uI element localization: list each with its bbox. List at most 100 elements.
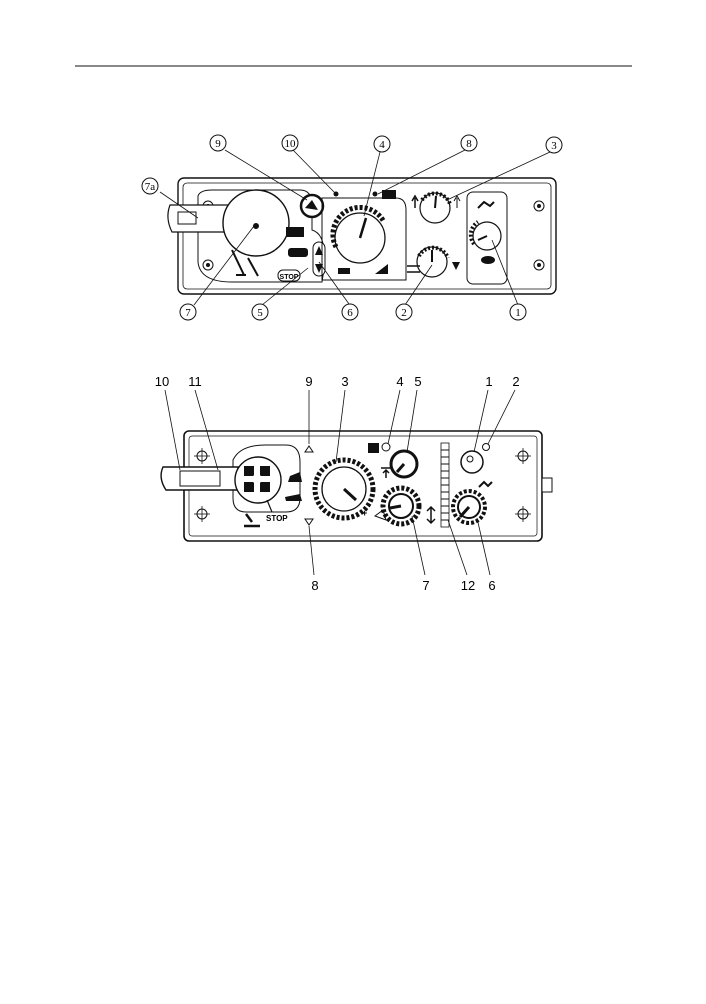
bottom-leader-lines xyxy=(164,389,516,576)
indicator-dot-8 xyxy=(372,191,378,197)
screw-icon xyxy=(515,448,531,464)
arrow-down-icon xyxy=(315,264,323,273)
raise-triangle-icon xyxy=(304,445,314,453)
speed-selector-panel xyxy=(466,191,508,285)
svg-text:1: 1 xyxy=(515,307,521,319)
top-leader-lines xyxy=(159,149,551,306)
manual-book-icon xyxy=(382,190,396,199)
boom-dial-3-pointer xyxy=(434,195,437,209)
telescope-dial-7-pointer xyxy=(389,504,402,510)
screw-icon xyxy=(194,506,210,522)
svg-text:7a: 7a xyxy=(145,181,156,193)
screw-icon xyxy=(202,259,214,271)
svg-text:10: 10 xyxy=(285,138,297,150)
bottom-control-panel-figure: STOP + xyxy=(155,374,553,593)
key-pointer xyxy=(266,499,273,513)
travel-mode-icon xyxy=(288,248,308,257)
top-panel-outline xyxy=(177,177,557,295)
lower-triangle-icon xyxy=(304,518,314,526)
speed-selector-pointer xyxy=(477,235,488,241)
top-panel-inner-outline xyxy=(182,182,552,290)
stop-badge xyxy=(277,269,301,282)
rabbit-fast-icon xyxy=(477,200,495,209)
indicator-lamp-2 xyxy=(482,443,490,451)
operator-seat-icon xyxy=(231,249,259,277)
callout-6: 6 xyxy=(488,578,495,593)
callout-11: 11 xyxy=(188,374,202,389)
key-handle[interactable] xyxy=(160,466,239,491)
screw-icon xyxy=(194,448,210,464)
travel-mode-icon xyxy=(285,494,302,501)
key-switch-center xyxy=(253,223,259,229)
callout-2: 2 xyxy=(395,303,413,321)
callout-4: 4 xyxy=(396,374,403,389)
tilt-icon xyxy=(452,262,460,270)
boom-dial-5-pointer xyxy=(395,463,406,473)
indicator-lamp-1 xyxy=(460,450,484,474)
callout-7: 7 xyxy=(179,303,197,321)
key-handle-slot xyxy=(177,211,197,225)
top-control-panel-figure: STOP xyxy=(141,134,563,321)
main-dial-pointer xyxy=(358,217,368,239)
callout-7: 7 xyxy=(422,578,429,593)
callout-9: 9 xyxy=(305,374,312,389)
callout-5: 5 xyxy=(251,303,269,321)
stop-label: STOP xyxy=(266,514,288,523)
warning-icon xyxy=(466,455,474,463)
callout-4: 4 xyxy=(373,135,391,153)
speed-selector-scale xyxy=(451,489,487,525)
speed-selector-scale xyxy=(468,220,480,246)
platform-ramp-icon xyxy=(375,264,388,274)
arrow-up-icon xyxy=(315,246,323,255)
callout-1: 1 xyxy=(509,303,527,321)
manual-book-icon xyxy=(368,443,379,453)
callout-12: 12 xyxy=(461,578,475,593)
callout-7a: 7a xyxy=(141,177,159,195)
platform-low-icon xyxy=(338,268,350,274)
svg-text:5: 5 xyxy=(257,307,263,319)
main-dial-panel xyxy=(321,197,407,281)
main-dial-pointer xyxy=(342,487,358,502)
boom-raise-icon xyxy=(453,195,461,208)
svg-text:2: 2 xyxy=(401,307,407,319)
main-dial-scale xyxy=(330,204,387,249)
turtle-slow-icon xyxy=(481,256,495,264)
svg-text:9: 9 xyxy=(215,138,221,150)
svg-text:6: 6 xyxy=(347,307,353,319)
boom-up-icon xyxy=(411,194,419,208)
callout-1: 1 xyxy=(485,374,492,389)
svg-text:8: 8 xyxy=(466,138,472,150)
warning-icon xyxy=(305,200,318,210)
callout-6: 6 xyxy=(341,303,359,321)
emergency-start-icon xyxy=(244,466,270,492)
callout-2: 2 xyxy=(512,374,519,389)
screw-icon xyxy=(533,200,545,212)
key-switch-recess xyxy=(197,189,325,283)
side-connector xyxy=(541,477,553,493)
rabbit-fast-icon xyxy=(478,480,493,488)
callout-10: 10 xyxy=(281,134,299,152)
telescope-dial-7-scale xyxy=(380,485,422,527)
speed-selector-pointer xyxy=(458,505,471,519)
stop-label: STOP xyxy=(280,274,299,281)
plus-icon: + xyxy=(362,508,367,518)
svg-text:7: 7 xyxy=(185,307,191,319)
screw-icon xyxy=(515,506,531,522)
up-down-icon xyxy=(426,505,436,525)
callout-8: 8 xyxy=(460,134,478,152)
callout-10: 10 xyxy=(155,374,169,389)
telescope-icon xyxy=(407,265,420,273)
boom-dial-3-scale xyxy=(420,191,452,205)
callout-3: 3 xyxy=(545,136,563,154)
lift-mode-icon xyxy=(288,472,302,482)
svg-text:3: 3 xyxy=(551,140,557,152)
callout-3: 3 xyxy=(341,374,348,389)
svg-text:4: 4 xyxy=(379,139,385,151)
callout-8: 8 xyxy=(311,578,318,593)
telescope-dial-2-scale xyxy=(417,245,450,259)
boom-up-icon xyxy=(381,467,391,478)
main-dial-scale xyxy=(312,457,376,521)
indicator-lamp-4 xyxy=(381,442,391,452)
